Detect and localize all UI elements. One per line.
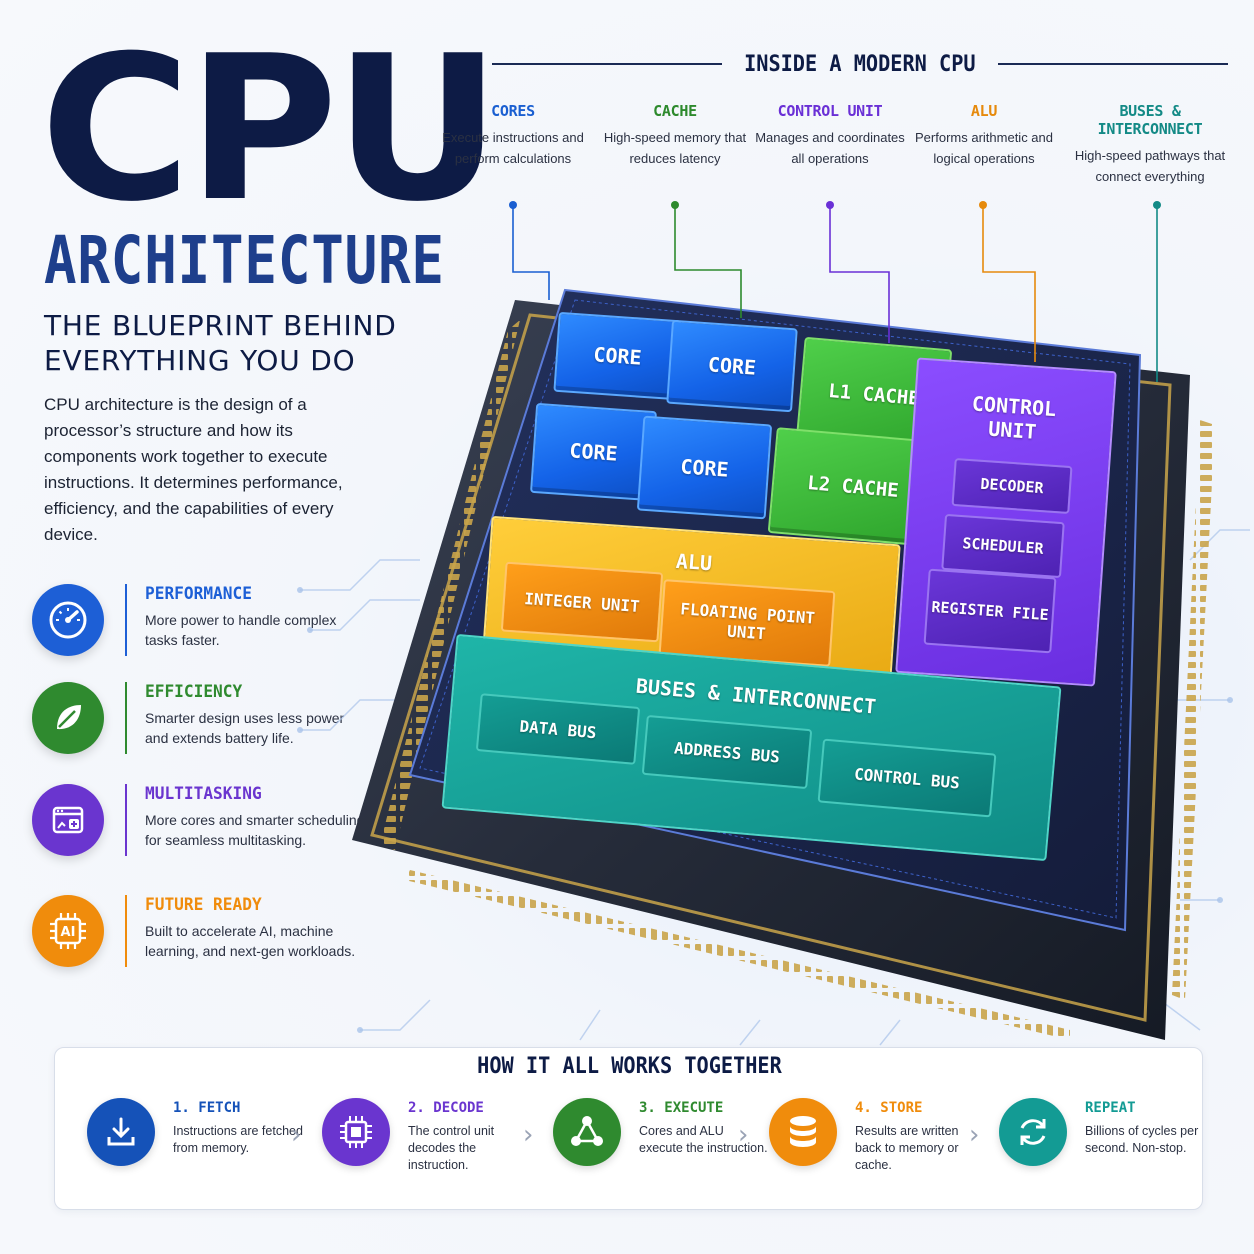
step-decode: 2. DECODE The control unit decodes the i… [322, 1098, 532, 1198]
core-block: CORE [553, 311, 682, 401]
feature-text: Smarter design uses less power and exten… [145, 710, 345, 746]
scheduler-block: SCHEDULER [941, 513, 1065, 579]
heading-rule [492, 63, 723, 65]
component-title: BUSES & INTERCONNECT [1097, 102, 1203, 138]
step-text: The control unit decodes the instruction… [408, 1124, 495, 1172]
component-alu: ALU Performs arithmetic and logical oper… [904, 102, 1064, 169]
component-title: CORES [491, 102, 535, 120]
download-icon [87, 1098, 155, 1166]
leaf-icon [32, 682, 104, 754]
windows-icon [32, 784, 104, 856]
feature-text: Built to accelerate AI, machine learning… [145, 923, 356, 959]
step-text: Cores and ALU execute the instruction. [639, 1124, 768, 1155]
alu-label: ALU [675, 548, 713, 576]
feature-title: MULTITASKING [145, 784, 262, 804]
feature-divider [125, 584, 127, 656]
feature-text: More cores and smarter scheduling for se… [145, 812, 365, 848]
core-block: CORE [636, 415, 773, 520]
feature-future-ready: AI FUTURE READY Built to accelerate AI, … [32, 895, 372, 985]
component-buses: BUSES & INTERCONNECT High-speed pathways… [1064, 102, 1236, 187]
chevron-right-icon: › [523, 1120, 534, 1150]
feature-title: EFFICIENCY [145, 682, 243, 702]
step-text: Instructions are fetched from memory. [173, 1124, 303, 1155]
component-title: CONTROL UNIT [777, 102, 883, 120]
network-icon [553, 1098, 621, 1166]
tagline: THE BLUEPRINT BEHIND EVERYTHING YOU DO [44, 309, 397, 377]
component-cores: CORES Execute instructions and perform c… [433, 102, 593, 169]
how-it-works-title: HOW IT ALL WORKS TOGETHER [477, 1054, 782, 1079]
refresh-icon [999, 1098, 1067, 1166]
title-cpu: CPU [40, 13, 501, 246]
feature-performance: PERFORMANCE More power to handle complex… [32, 584, 372, 674]
intro-text: CPU architecture is the design of a proc… [44, 395, 343, 544]
chevron-right-icon: › [738, 1120, 749, 1150]
step-text: Results are written back to memory or ca… [855, 1124, 959, 1172]
feature-title: FUTURE READY [145, 895, 262, 915]
feature-efficiency: EFFICIENCY Smarter design uses less powe… [32, 682, 372, 772]
chip-icon [322, 1098, 390, 1166]
inside-cpu-heading: INSIDE A MODERN CPU [492, 48, 1229, 80]
feature-multitasking: MULTITASKING More cores and smarter sche… [32, 784, 372, 874]
how-it-works-panel: HOW IT ALL WORKS TOGETHER 1. FETCH Instr… [54, 1047, 1203, 1210]
component-text: Manages and coordinates all operations [755, 130, 905, 166]
step-repeat: REPEAT Billions of cycles per second. No… [999, 1098, 1209, 1198]
buses-label: BUSES & INTERCONNECT [634, 673, 877, 719]
heading-rule [997, 63, 1229, 65]
feature-title: PERFORMANCE [145, 584, 252, 604]
inside-cpu-title: INSIDE A MODERN CPU [744, 51, 976, 77]
step-title: 2. DECODE [408, 1100, 484, 1116]
step-execute: 3. EXECUTE Cores and ALU execute the ins… [553, 1098, 768, 1198]
ai-label: AI [61, 925, 76, 940]
component-title: CACHE [653, 102, 697, 120]
integer-unit-block: INTEGER UNIT [500, 561, 664, 643]
title-architecture: ARCHITECTURE [44, 222, 445, 299]
register-file-block: REGISTER FILE [923, 568, 1057, 654]
chevron-right-icon: › [291, 1120, 302, 1150]
database-icon [769, 1098, 837, 1166]
speedometer-icon [32, 584, 104, 656]
decoder-block: DECODER [951, 457, 1073, 515]
feature-divider [125, 895, 127, 967]
ai-chip-icon: AI [32, 895, 104, 967]
connector-dots [509, 201, 1161, 209]
core-block: CORE [666, 319, 798, 413]
component-text: Execute instructions and perform calcula… [442, 130, 584, 166]
step-text: Billions of cycles per second. Non-stop. [1085, 1124, 1199, 1155]
step-fetch: 1. FETCH Instructions are fetched from m… [87, 1098, 303, 1198]
component-text: High-speed memory that reduces latency [603, 130, 747, 166]
feature-divider [125, 682, 127, 754]
control-unit-label: CONTROL UNIT [971, 391, 1057, 444]
connector-lines [512, 205, 1158, 382]
component-text: High-speed pathways that connect everyth… [1074, 148, 1226, 184]
step-title: 3. EXECUTE [639, 1100, 724, 1116]
step-title: 4. STORE [855, 1100, 923, 1116]
component-title: ALU [970, 102, 998, 120]
step-title: 1. FETCH [173, 1100, 241, 1116]
feature-divider [125, 784, 127, 856]
chevron-right-icon: › [969, 1120, 980, 1150]
component-text: Performs arithmetic and logical operatio… [915, 130, 1053, 166]
step-store: 4. STORE Results are written back to mem… [769, 1098, 979, 1198]
step-title: REPEAT [1085, 1100, 1136, 1116]
component-cache: CACHE High-speed memory that reduces lat… [595, 102, 755, 169]
component-control-unit: CONTROL UNIT Manages and coordinates all… [750, 102, 910, 169]
feature-text: More power to handle complex tasks faste… [145, 612, 337, 648]
